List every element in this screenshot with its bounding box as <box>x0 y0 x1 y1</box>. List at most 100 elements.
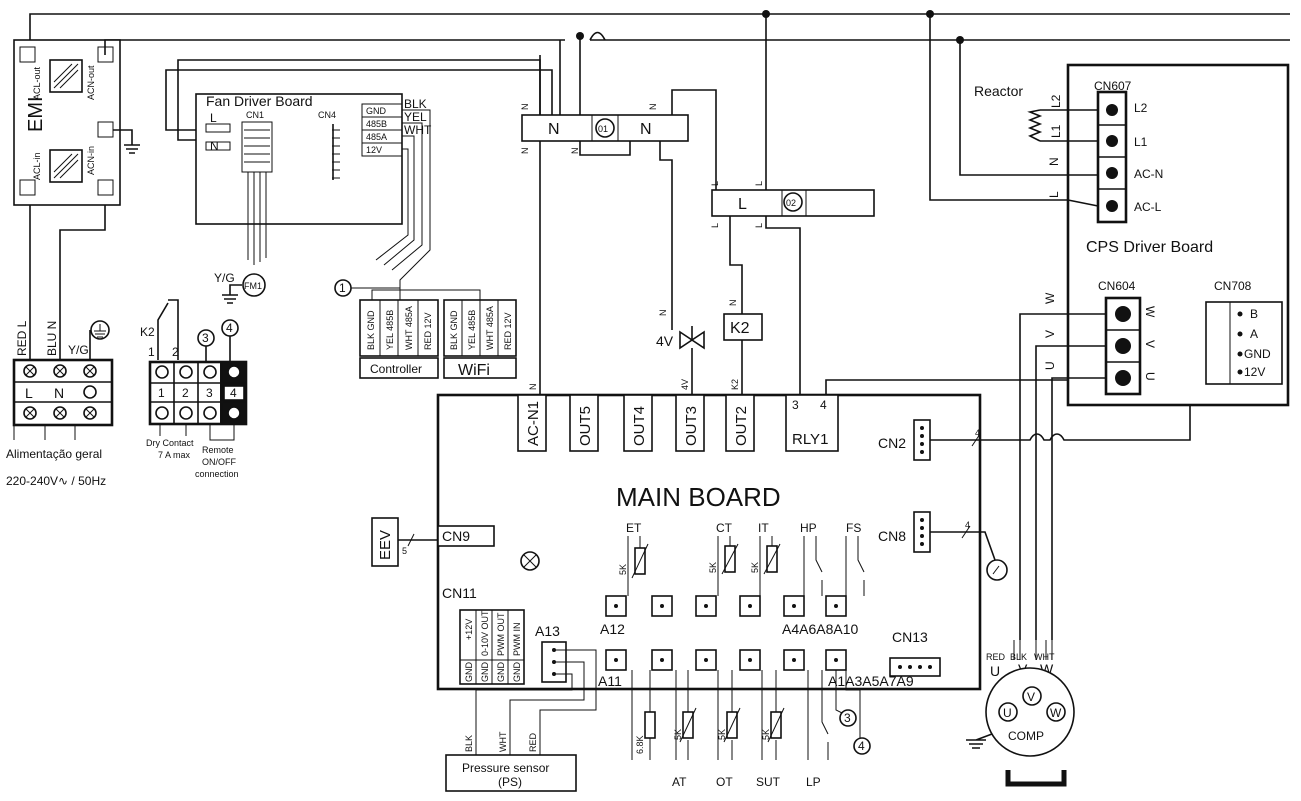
cps-cn604: CN604 <box>1098 279 1136 293</box>
top-wire-4v: 4V <box>680 379 690 390</box>
cps-side-u: U <box>1043 361 1057 370</box>
controller-pin-3: WHT 485A <box>404 306 414 350</box>
k2-label: K2 <box>730 320 750 337</box>
sensor-et: ET <box>626 521 642 535</box>
filter1-ntop-2: N <box>648 104 658 111</box>
comp-label: COMP <box>1008 729 1044 743</box>
sensor-fs: FS <box>846 521 861 535</box>
fan-wire-wht: WHT <box>404 123 432 137</box>
cn11-pin-7: GND <box>496 662 506 683</box>
dry-caption-1: Dry Contact <box>146 438 194 448</box>
main-board: MAIN BOARD AC-N1 OUT5 OUT4 OUT3 OUT2 RLY… <box>371 344 1205 755</box>
controller-pin-4: RED 12V <box>423 312 433 350</box>
dry-caption-3: Remote <box>202 445 234 455</box>
fan-n: N <box>210 139 219 153</box>
a12-label: A12 <box>600 621 625 637</box>
dry-pin-2: 2 <box>182 386 189 400</box>
dry-caption-2: 7 A max <box>158 450 191 460</box>
power-voltage: 220-240V∿ / 50Hz <box>6 474 106 488</box>
cps-reactor: Reactor <box>974 83 1023 99</box>
a1-label: A1A3A5A7A9 <box>828 673 914 689</box>
pressure-label: Pressure sensor <box>462 761 549 775</box>
filter1-badge: 01 <box>598 124 608 134</box>
comp-u: U <box>1003 706 1012 720</box>
valve-label: 4V <box>656 333 674 349</box>
emi-acn-out: ACN-out <box>86 65 96 100</box>
filter2-badge: 02 <box>786 198 796 208</box>
filter1-nbot-1: N <box>520 148 530 155</box>
cps-cn708-a: A <box>1250 327 1258 341</box>
cps-cn604-v: V <box>1143 340 1157 348</box>
k2-relay: N K2 <box>723 300 763 395</box>
wire-red-l: RED L <box>15 320 29 356</box>
eev-count: 5 <box>402 546 407 556</box>
cps-cn604-u: U <box>1143 372 1157 381</box>
filter2-lbot-2: L <box>754 223 764 228</box>
cps-cn708-b: B <box>1250 307 1258 321</box>
dry-k2: K2 <box>140 325 155 339</box>
top-wire-n: N <box>528 384 538 391</box>
comp-u-label: U <box>990 663 1000 679</box>
marker-1-label: 1 <box>339 281 346 295</box>
filter-02: L 02 L L L L <box>710 181 875 395</box>
dry-pin-4: 4 <box>230 386 237 400</box>
sensor-at: AT <box>672 775 687 789</box>
wifi-pin-2: YEL 485B <box>467 310 477 350</box>
cps-side-l2: L2 <box>1049 94 1063 108</box>
res-at: 5K <box>673 729 683 740</box>
a13-label: A13 <box>535 623 560 639</box>
sensor-ot: OT <box>716 775 733 789</box>
dry-top-2: 2 <box>172 345 179 359</box>
eev-label: EEV <box>377 530 394 560</box>
fan-driver-board: Fan Driver Board CN1 CN4 L N GND 485B 48… <box>165 59 553 304</box>
filter-01: N N 01 N N N N <box>520 89 717 395</box>
cps-side-w: W <box>1043 292 1057 304</box>
controller-wifi: BLK GND YEL 485B WHT 485A RED 12V Contro… <box>359 289 517 379</box>
four-way-valve: N 4V <box>656 300 705 395</box>
fan-pin-485b: 485B <box>366 119 387 129</box>
pressure-wire-wht: WHT <box>498 731 508 752</box>
conn-out2: OUT2 <box>733 406 750 446</box>
main-title: MAIN BOARD <box>616 482 781 512</box>
conn-acn1: AC-N1 <box>525 401 542 446</box>
cps-side-v: V <box>1043 330 1057 338</box>
rly-pin-3: 3 <box>792 398 799 412</box>
fan-cn4: CN4 <box>318 110 336 120</box>
lp-marker-4: 4 <box>858 739 865 753</box>
cn11-pin-3: PWM OUT <box>496 612 506 656</box>
sensor-sut: SUT <box>756 775 781 789</box>
cps-cn607-l2: L2 <box>1134 101 1148 115</box>
cps-cn708: CN708 <box>1214 279 1252 293</box>
conn-rly1: RLY1 <box>792 431 828 448</box>
res-ot: 5K <box>717 729 727 740</box>
fan-board-title: Fan Driver Board <box>206 93 313 109</box>
compressor: RED BLK WHT U V W U V W COMP <box>966 640 1075 787</box>
cps-driver-board: CPS Driver Board Reactor CN607 L2 L1 AC-… <box>974 63 1290 640</box>
filter1-ntop-1: N <box>520 104 530 111</box>
wifi-label: WiFi <box>458 362 490 379</box>
top-wire-k2: K2 <box>730 379 740 390</box>
wifi-pin-3: WHT 485A <box>485 306 495 350</box>
fan-pin-12v: 12V <box>366 145 382 155</box>
comp-v: V <box>1027 690 1035 704</box>
filter1-n2: N <box>640 121 652 138</box>
cps-side-l: L <box>1047 191 1061 198</box>
cps-cn708-12v: 12V <box>1244 365 1265 379</box>
fan-motor: FM1 <box>244 281 262 291</box>
fan-pin-gnd: GND <box>366 106 387 116</box>
marker-1: 1 <box>334 279 400 297</box>
cn13-label: CN13 <box>892 629 928 645</box>
terminal-n: N <box>54 385 64 401</box>
a11-label: A11 <box>598 673 622 689</box>
pressure-label-2: (PS) <box>498 775 522 789</box>
emi-acl-in: ACL-in <box>32 152 42 180</box>
res-68k: 6.8K <box>635 735 645 754</box>
cn9-label: CN9 <box>442 528 470 544</box>
filter2-ltop-2: L <box>754 181 764 186</box>
cps-cn607: CN607 <box>1094 79 1132 93</box>
cn11-pin-1: +12V <box>464 619 474 640</box>
fan-yg: Y/G <box>214 271 235 285</box>
dry-contact-terminal: K2 1 2 3 4 1 2 3 4 Dry Contact 7 A max R… <box>140 299 248 479</box>
dry-marker-3: 3 <box>202 331 209 345</box>
